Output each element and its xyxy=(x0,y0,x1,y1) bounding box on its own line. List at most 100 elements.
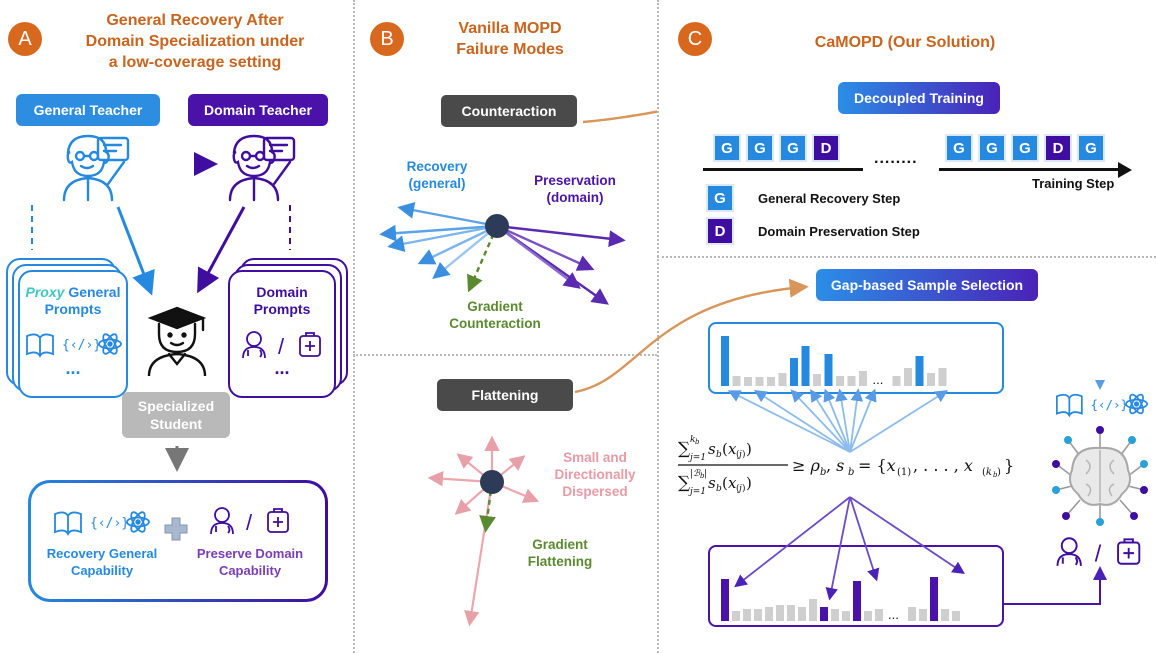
step-box-d: D xyxy=(1044,134,1072,162)
bar xyxy=(842,611,850,621)
bar xyxy=(755,377,764,386)
domain-prompts-card: Domain Prompts / ... xyxy=(228,270,336,398)
doctor-icon xyxy=(1056,537,1082,566)
domain-slash: / xyxy=(278,334,285,359)
svg-text:): ) xyxy=(997,467,1001,478)
gf-line1: Gradient xyxy=(532,537,588,552)
specialized-line2: Student xyxy=(149,416,203,432)
bar xyxy=(732,376,741,386)
svg-text:(1): (1) xyxy=(897,467,911,478)
svg-text:(: ( xyxy=(736,483,740,494)
capability-box xyxy=(28,480,328,602)
general-teacher-label: General Teacher xyxy=(16,94,160,126)
preservation-line1: Preservation xyxy=(534,173,616,188)
divider-ab xyxy=(353,0,355,653)
preserve-cap-line1: Preserve Domain xyxy=(196,546,304,561)
plus-icon xyxy=(164,517,188,541)
bar xyxy=(813,374,821,386)
gc-line1: Gradient xyxy=(467,299,523,314)
book-icon xyxy=(26,333,54,358)
svg-text:(k: (k xyxy=(982,467,992,478)
svg-text:(: ( xyxy=(722,474,728,492)
panel-a-title-line3: a low-coverage setting xyxy=(108,54,282,71)
domain-prompts-title: Domain Prompts xyxy=(230,284,334,318)
bar xyxy=(938,368,947,386)
bar xyxy=(904,368,912,386)
step-box-g: G xyxy=(779,134,807,162)
bar xyxy=(790,358,798,386)
bar xyxy=(853,581,861,621)
formula-ge: ≥ ρ xyxy=(792,456,821,475)
step-box-g: G xyxy=(945,134,973,162)
svg-text:): ) xyxy=(742,449,746,460)
bar xyxy=(824,354,833,386)
bar xyxy=(930,577,938,621)
bar xyxy=(801,346,810,386)
bar xyxy=(927,373,935,386)
step-box-g: G xyxy=(1077,134,1105,162)
selection-arrows xyxy=(727,380,1107,605)
code-icon: {‹/›} xyxy=(62,338,101,353)
bar xyxy=(864,611,872,621)
panel-a-badge: A xyxy=(8,22,42,56)
svg-text:}: } xyxy=(1004,456,1014,475)
step-box-g: G xyxy=(1011,134,1039,162)
gf-line2: Flattening xyxy=(527,554,593,569)
divider-c-horizontal xyxy=(657,256,1156,258)
svg-text:): ) xyxy=(746,474,752,492)
brain-network-icon xyxy=(1052,426,1148,526)
specialized-student-label: Specialized Student xyxy=(122,392,230,438)
svg-text:k: k xyxy=(690,435,695,445)
svg-text:∑: ∑ xyxy=(678,473,690,493)
bar xyxy=(831,609,839,621)
recovery-general-label: Recovery (general) xyxy=(392,158,482,192)
svg-text:|: | xyxy=(704,469,707,479)
counteraction-label: Counteraction xyxy=(441,95,577,127)
legend-d-box: D xyxy=(706,217,734,245)
flattening-label: Flattening xyxy=(437,379,573,411)
bar xyxy=(743,609,751,621)
bar xyxy=(754,609,762,621)
bar xyxy=(778,373,787,386)
panel-b-title-line1: Vanilla MOPD xyxy=(458,20,562,37)
recovery-capability-label: Recovery General Capability xyxy=(40,545,164,579)
bar xyxy=(941,609,949,621)
svg-text:j=1: j=1 xyxy=(688,453,706,463)
panel-b-title: Vanilla MOPD Failure Modes xyxy=(410,18,610,60)
book-icon xyxy=(1056,393,1083,418)
svg-text:|: | xyxy=(690,469,693,479)
svg-text:s: s xyxy=(708,474,716,492)
panel-b-badge: B xyxy=(370,22,404,56)
step-box-g: G xyxy=(978,134,1006,162)
domain-prompts-line2: Prompts xyxy=(253,301,311,317)
svg-text:, . . . , x: , . . . , x xyxy=(913,456,973,475)
capability-domain-icons: / xyxy=(210,507,289,535)
gradient-flattening-label: Gradient Flattening xyxy=(510,536,610,570)
recovery-line2: (general) xyxy=(408,176,466,191)
small-dispersed-label: Small and Directionally Dispersed xyxy=(540,449,650,500)
doctor-icon xyxy=(210,507,234,535)
proxy-rest: General xyxy=(64,284,121,300)
svg-text:): ) xyxy=(742,483,746,494)
sd-line1: Small and xyxy=(563,450,627,465)
sd-line2: Directionally xyxy=(554,467,636,482)
medical-kit-icon xyxy=(299,332,321,357)
step-box-g: G xyxy=(713,134,741,162)
student-icon xyxy=(147,306,207,376)
svg-text:b: b xyxy=(820,467,826,478)
bar xyxy=(721,336,729,386)
svg-text:b: b xyxy=(695,438,700,446)
bar xyxy=(767,377,775,386)
proxy-prompts-dots: ... xyxy=(65,358,81,378)
svg-text:j: j xyxy=(737,450,742,460)
code-icon: {‹/›} xyxy=(90,516,129,531)
domain-teacher-label: Domain Teacher xyxy=(188,94,328,126)
svg-text:): ) xyxy=(746,440,752,458)
svg-text:∑: ∑ xyxy=(678,439,690,459)
legend-d-text: Domain Preservation Step xyxy=(758,224,920,239)
atom-icon xyxy=(1125,393,1148,415)
gap-selection-label: Gap-based Sample Selection xyxy=(816,269,1038,301)
medical-kit-icon xyxy=(1117,538,1141,565)
proxy-prompts-icons: {‹/›} xyxy=(26,333,122,358)
